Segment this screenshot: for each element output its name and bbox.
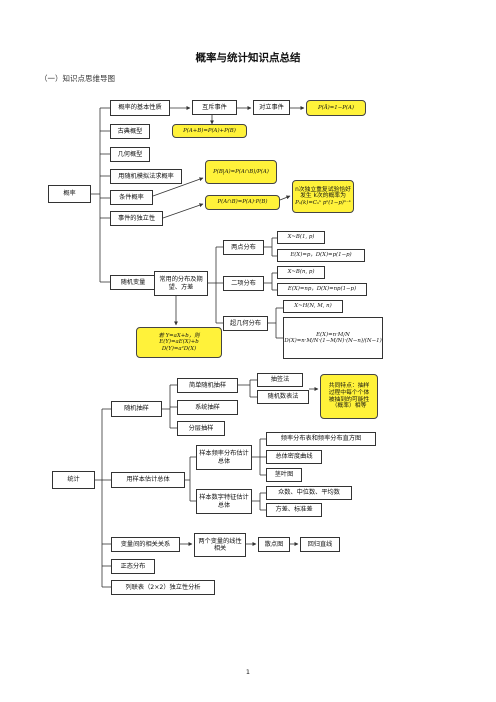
- density-curve-node: 总体密度曲线: [266, 450, 322, 464]
- binomial-formula-2: E(X)=np，D(X)=np(1−p): [277, 283, 367, 296]
- two-point-formula-2: E(X)=p，D(X)=p(1−p): [277, 249, 365, 262]
- random-variable-node: 随机变量: [110, 275, 156, 290]
- lottery-method-node: 抽签法: [257, 373, 303, 387]
- binomial-distribution-node: 二项分布: [223, 276, 264, 291]
- hypergeometric-formula-box: E(X)=n·M/N D(X)=n·M/N·(1−M/N)·(N−n)/(N−1…: [283, 317, 383, 359]
- frequency-estimate-node: 样本频率分布估计总体: [196, 445, 252, 470]
- contingency-table-node: 列联表（2×2）独立性分析: [111, 580, 215, 595]
- linear-line-3: D(Y)=a²D(X): [161, 345, 197, 352]
- regression-line-node: 回归直线: [300, 537, 340, 552]
- systematic-sampling-node: 系统抽样: [177, 400, 238, 415]
- scatter-plot-node: 散点图: [258, 537, 290, 552]
- bernoulli-line-2: 发生 k次的概率为: [300, 193, 346, 200]
- variance-node: 方差、标准差: [266, 503, 322, 517]
- sampling-common-feature-box: 共同特点：抽样 过程中每个个体 被抽到的可能性 （概率）相等: [320, 374, 378, 419]
- section-subtitle: （一）知识点思维导图: [40, 74, 115, 83]
- mutually-exclusive-node: 互斥事件: [192, 100, 237, 115]
- classical-probability-node: 古典概型: [110, 124, 150, 139]
- numeric-feature-estimate-node: 样本数字特征估计总体: [196, 489, 252, 514]
- correlation-node: 变量间的相关关系: [111, 537, 180, 552]
- stem-leaf-node: 茎叶图: [266, 468, 302, 482]
- simulation-node: 用随机模拟法求概率: [110, 169, 182, 184]
- hypergeometric-formula-1: X~H(N, M, n): [283, 300, 343, 313]
- linear-line-1: 若 Y=aX+b，则: [158, 333, 200, 340]
- independence-formula: P(A∩B)=P(A)·P(B): [205, 195, 280, 210]
- binomial-formula-1: X~B(n, p): [277, 266, 325, 279]
- basic-properties-node: 概率的基本性质: [110, 100, 170, 116]
- simple-random-sampling-node: 简单随机抽样: [177, 378, 238, 393]
- common-line-4: （概率）相等: [331, 403, 367, 410]
- linear-transform-box: 若 Y=aX+b，则 E(Y)=aE(X)+b D(Y)=a²D(X): [136, 327, 222, 358]
- linear-correlation-node: 两个变量的线性相关: [194, 533, 246, 557]
- opposite-formula: P(Ā)=1−P(A): [306, 100, 366, 116]
- bernoulli-formula-box: n次独立重复试验恰好 发生 k次的概率为 Pₙ(k)=Cₙᵏ pᵏ(1−p)ⁿ⁻…: [292, 180, 354, 213]
- common-line-2: 过程中每个个体: [328, 389, 370, 396]
- document-title: 概率与统计知识点总结: [195, 52, 301, 64]
- bernoulli-line-3: Pₙ(k)=Cₙᵏ pᵏ(1−p)ⁿ⁻ᵏ: [295, 200, 351, 207]
- conditional-probability-node: 条件概率: [110, 190, 153, 205]
- central-tendency-node: 众数、中位数、平均数: [266, 486, 352, 500]
- stratified-sampling-node: 分层抽样: [177, 421, 225, 436]
- common-line-3: 被抽到的可能性: [328, 396, 370, 403]
- common-distributions-node: 常用的分布及期望、方差: [154, 271, 208, 296]
- two-point-formula-1: X~B(1, p): [277, 231, 325, 244]
- union-formula: P(A+B)=P(A)+P(B): [172, 124, 247, 138]
- probability-root: 概率: [48, 185, 91, 203]
- opposite-event-node: 对立事件: [253, 100, 290, 115]
- hypergeometric-formula-2: E(X)=n·M/N: [316, 331, 350, 338]
- geometric-probability-node: 几何概型: [110, 147, 150, 162]
- normal-distribution-node: 正态分布: [111, 559, 155, 574]
- hypergeometric-formula-3: D(X)=n·M/N·(1−M/N)·(N−n)/(N−1): [284, 338, 382, 344]
- page-number: 1: [245, 668, 251, 676]
- random-sampling-node: 随机抽样: [111, 401, 162, 417]
- two-point-distribution-node: 两点分布: [223, 240, 264, 255]
- independence-node: 事件的独立性: [110, 211, 163, 226]
- conditional-formula: P(B|A)=P(A∩B)/P(A): [205, 160, 277, 184]
- frequency-histogram-node: 频率分布表和频率分布直方图: [266, 432, 376, 446]
- common-line-1: 共同特点：抽样: [328, 383, 370, 390]
- sample-estimate-node: 用样本估计总体: [111, 472, 185, 488]
- hypergeometric-distribution-node: 超几何分布: [223, 316, 268, 331]
- linear-line-2: E(Y)=aE(X)+b: [159, 339, 199, 346]
- random-number-table-node: 随机数表法: [257, 390, 309, 404]
- statistics-root: 统计: [52, 471, 95, 489]
- bernoulli-line-1: n次独立重复试验恰好: [295, 186, 351, 193]
